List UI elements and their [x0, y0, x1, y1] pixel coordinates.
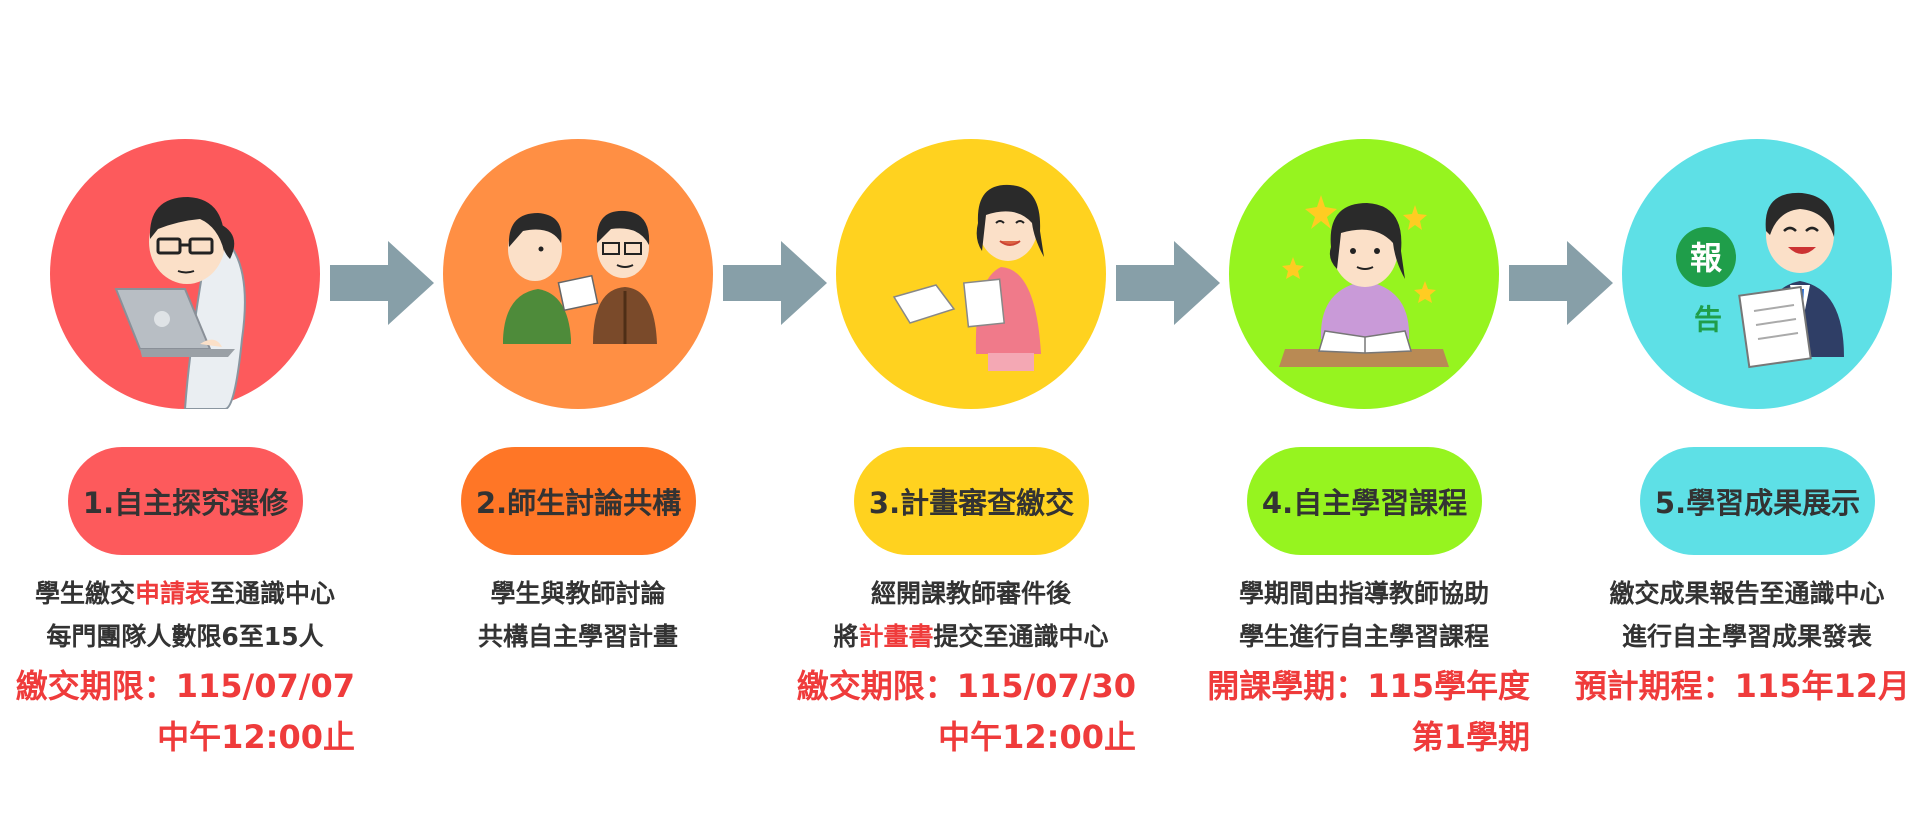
step-4-desc-line-2: 學生進行自主學習課程: [1238, 622, 1489, 651]
step-2-circle: [443, 139, 713, 409]
step-4-title: 4.自主學習課程: [1247, 447, 1482, 555]
report-badge-icon: 報 告: [1676, 227, 1736, 336]
step-4-term-year: 開課學期：115學年度: [1207, 667, 1530, 705]
report-presentation-icon: 報 告: [1676, 192, 1844, 369]
step-2-description: 學生與教師討論 共構自主學習計畫: [398, 572, 758, 658]
step-3-deadline-time: 中午12:00止: [938, 718, 1136, 756]
step-1-title: 1.自主探究選修: [68, 447, 303, 555]
arrow-3-4: [1116, 241, 1220, 325]
step-2-desc-line-2: 共構自主學習計畫: [477, 622, 678, 651]
desc-text: 至通識中心: [210, 579, 336, 608]
step-2-desc-line-1: 學生與教師討論: [490, 579, 666, 608]
step-5-description: 繳交成果報告至通識中心 進行自主學習成果發表: [1577, 572, 1917, 658]
step-3-circle: [836, 139, 1106, 409]
step-3-desc-line-1: 經開課教師審件後: [870, 579, 1071, 608]
step-1-description: 學生繳交申請表至通識中心 每門團隊人數限6至15人: [5, 572, 365, 658]
desc-text: 將: [833, 622, 859, 651]
step-1-deadline: 繳交期限：115/07/07 中午12:00止: [5, 661, 355, 763]
step-5-schedule: 預計期程：115年12月: [1565, 661, 1910, 712]
step-3-desc-line-2: 將計畫書提交至通識中心: [791, 615, 1151, 658]
step-1-desc-line-1: 學生繳交申請表至通識中心: [5, 572, 365, 615]
student-laptop-icon: [114, 197, 246, 409]
step-1-circle: [50, 139, 320, 409]
step-3-deadline-date: 繳交期限：115/07/30: [796, 667, 1136, 705]
badge-top-char: 報: [1690, 239, 1722, 277]
step-4-term-semester: 第1學期: [1411, 718, 1530, 756]
step-3-title: 3.計畫審查繳交: [854, 447, 1089, 555]
step-1-deadline-date: 繳交期限：115/07/07: [15, 667, 355, 705]
badge-bottom-char: 告: [1694, 303, 1722, 336]
step-4-circle: [1229, 139, 1499, 409]
arrow-2-3: [723, 241, 827, 325]
step-2-title: 2.師生討論共構: [461, 447, 696, 555]
studying-student-icon: [1279, 195, 1449, 367]
step-5-desc-line-1: 繳交成果報告至通識中心: [1609, 579, 1885, 608]
step-4-desc-line-1: 學期間由指導教師協助: [1238, 579, 1489, 608]
step-1-deadline-time: 中午12:00止: [157, 718, 355, 756]
step-5-circle: 報 告: [1622, 139, 1892, 409]
desc-text: 提交至通識中心: [933, 622, 1109, 651]
submit-papers-icon: [892, 184, 1044, 371]
arrow-4-5: [1509, 241, 1613, 325]
step-4-term: 開課學期：115學年度 第1學期: [1170, 661, 1530, 763]
step-5-desc-line-2: 進行自主學習成果發表: [1621, 622, 1872, 651]
teacher-student-discussion-icon: [503, 210, 657, 344]
step-3-deadline: 繳交期限：115/07/30 中午12:00止: [760, 661, 1136, 763]
step-5-schedule-date: 預計期程：115年12月: [1574, 667, 1910, 705]
step-3-description: 經開課教師審件後 將計畫書提交至通識中心: [791, 572, 1151, 658]
step-4-description: 學期間由指導教師協助 學生進行自主學習課程: [1184, 572, 1544, 658]
application-form-highlight: 申請表: [134, 579, 210, 608]
arrow-1-2: [330, 241, 434, 325]
plan-document-highlight: 計畫書: [858, 622, 934, 651]
desc-text: 學生繳交: [34, 579, 135, 608]
step-1-desc-line-2: 每門團隊人數限6至15人: [46, 622, 324, 651]
step-5-title: 5.學習成果展示: [1640, 447, 1875, 555]
